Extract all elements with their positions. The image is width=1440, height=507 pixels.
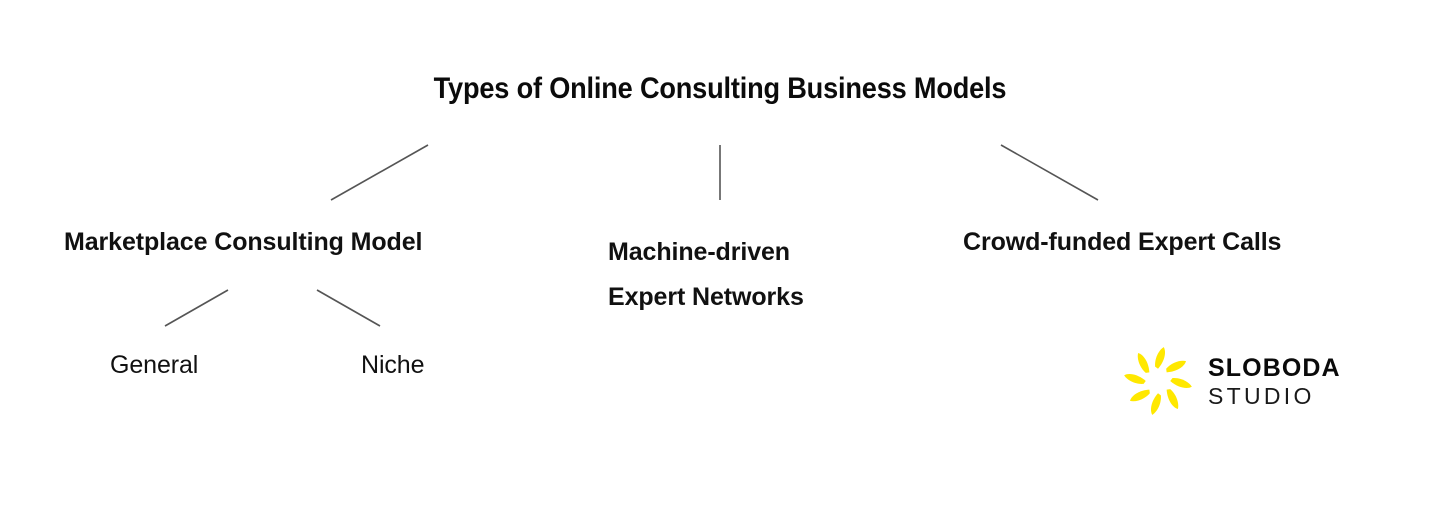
node-machine-line-1: Machine-driven xyxy=(608,238,790,266)
node-niche: Niche xyxy=(361,351,425,379)
logo-brand-name: SLOBODA xyxy=(1208,353,1341,382)
node-crowd-funded-expert-calls: Crowd-funded Expert Calls xyxy=(963,228,1282,256)
logo-wordmark: SLOBODA STUDIO xyxy=(1208,352,1341,411)
node-machine-line-2: Expert Networks xyxy=(608,282,804,311)
node-marketplace-consulting-model: Marketplace Consulting Model xyxy=(64,228,423,256)
flower-petals-icon xyxy=(1124,347,1192,415)
diagram-title: Types of Online Consulting Business Mode… xyxy=(433,72,1007,105)
edge-marketplace-to-general xyxy=(164,289,229,327)
sloboda-studio-logo: SLOBODA STUDIO xyxy=(1122,344,1340,418)
node-general: General xyxy=(110,351,199,379)
edge-root-to-marketplace xyxy=(330,144,429,201)
logo-brand-subtitle: STUDIO xyxy=(1208,383,1315,410)
edge-root-to-crowd xyxy=(1000,144,1099,201)
edge-marketplace-to-niche xyxy=(316,289,381,327)
